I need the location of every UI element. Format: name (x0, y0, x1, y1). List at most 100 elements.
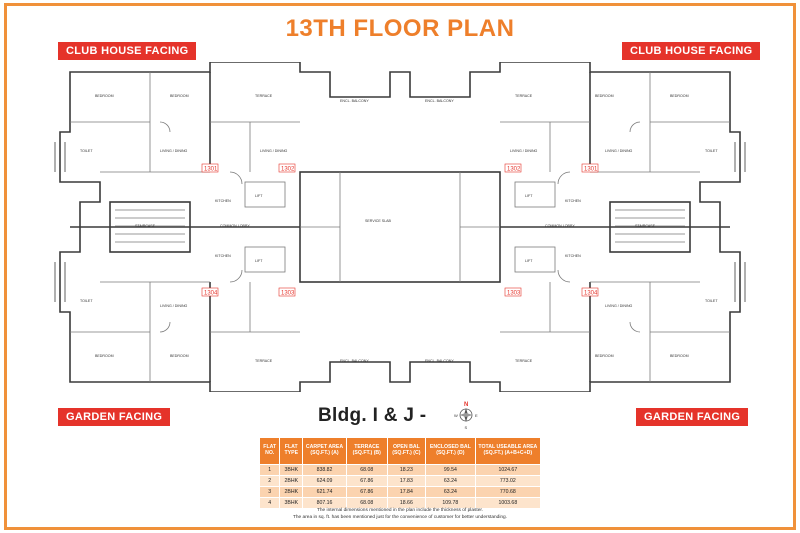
room-label: STAIRCASE (135, 224, 156, 228)
room-label: COMMON LOBBY (220, 224, 250, 228)
col-flat-no: FLAT NO. (258, 437, 281, 465)
unit-1302-label: 1302 (281, 167, 295, 173)
compass-north: N (464, 402, 468, 408)
room-label: TERRACE (515, 94, 533, 98)
unit-1301-label: 1301 (204, 167, 218, 173)
room-label: TOILET (80, 299, 93, 303)
cell: 2BHK (279, 475, 304, 487)
room-label: BEDROOM (670, 94, 689, 98)
table-row: 4 3BHK 807.16 68.08 18.66 109.78 1003.68 (258, 497, 542, 509)
room-label: BEDROOM (95, 94, 114, 98)
room-label: BEDROOM (95, 354, 114, 358)
table-row: 3 2BHK 621.74 67.86 17.84 63.24 770.68 (258, 486, 542, 498)
col-flat-type: FLAT TYPE (279, 437, 304, 465)
room-label: TERRACE (255, 359, 273, 363)
room-label: TERRACE (515, 359, 533, 363)
room-label: KITCHEN (215, 199, 231, 203)
col-carpet-area: CARPET AREA (SQ.FT.) (A) (302, 437, 347, 465)
club-house-facing-tag-right: CLUB HOUSE FACING (622, 42, 761, 60)
area-table: FLAT NO. FLAT TYPE CARPET AREA (SQ.FT.) … (258, 437, 542, 509)
table-header-row: FLAT NO. FLAT TYPE CARPET AREA (SQ.FT.) … (258, 437, 542, 465)
footnote-area: The area in sq. ft. has been mentioned j… (292, 515, 508, 520)
room-label: BEDROOM (170, 354, 189, 358)
cell: 1003.68 (474, 497, 542, 509)
compass-east: E (475, 413, 478, 418)
cell: 621.74 (302, 486, 347, 498)
cell: 68.08 (345, 464, 388, 476)
col-enclosed-bal: ENCLOSED BAL (SQ.FT.) (D) (425, 437, 476, 465)
cell: 63.24 (425, 475, 476, 487)
cell: 67.86 (345, 475, 388, 487)
col-open-bal: OPEN BAL (SQ.FT.) (C) (386, 437, 427, 465)
table-row: 2 2BHK 624.09 67.86 17.83 63.24 773.02 (258, 475, 542, 487)
cell: 838.82 (302, 464, 347, 476)
page-border (4, 3, 796, 530)
table-row: 1 3BHK 838.82 68.08 18.23 99.54 1024.67 (258, 464, 542, 476)
col-total-area: TOTAL USEABLE AREA (SQ.FT.) (A+B+C+D) (474, 437, 542, 465)
room-label: LIVING / DINING (605, 149, 633, 153)
cell: 770.68 (474, 486, 542, 498)
room-label: TOILET (705, 149, 718, 153)
cell: 807.16 (302, 497, 347, 509)
room-label: KITCHEN (565, 254, 581, 258)
cell: 773.02 (474, 475, 542, 487)
cell: 3BHK (279, 464, 304, 476)
cell: 4 (258, 497, 281, 509)
unit-1302-label-right: 1302 (507, 167, 521, 173)
cell: 67.86 (345, 486, 388, 498)
room-label: LIVING / DINING (260, 149, 288, 153)
cell: 3 (258, 486, 281, 498)
unit-1304-label-right: 1304 (584, 291, 598, 297)
floor-plan-drawing: 1301 1302 1304 1303 1302 1301 1303 1304 … (54, 62, 746, 392)
cell: 18.23 (386, 464, 427, 476)
room-label: LIFT (255, 259, 263, 263)
room-label: LIFT (525, 194, 533, 198)
room-label: LIFT (255, 194, 263, 198)
room-label: COMMON LOBBY (545, 224, 575, 228)
compass-icon: N W E S (454, 402, 478, 430)
room-label: BEDROOM (670, 354, 689, 358)
building-label: Bldg. I & J - (318, 405, 427, 426)
unit-1303-label: 1303 (281, 291, 295, 297)
cell: 624.09 (302, 475, 347, 487)
room-label: LIVING / DINING (605, 304, 633, 308)
footnote-plaster: The internal dimensions mentioned in the… (316, 508, 484, 513)
col-terrace: TERRACE (SQ.FT.) (B) (345, 437, 388, 465)
room-label: ENCL. BALCONY (425, 359, 454, 363)
room-label: LIFT (525, 259, 533, 263)
cell: 109.78 (425, 497, 476, 509)
cell: 17.83 (386, 475, 427, 487)
room-label: LIVING / DINING (160, 149, 188, 153)
cell: 3BHK (279, 497, 304, 509)
room-label: ENCL. BALCONY (340, 99, 369, 103)
room-label: BEDROOM (595, 94, 614, 98)
page-title: 13TH FLOOR PLAN (285, 15, 515, 42)
room-label: KITCHEN (565, 199, 581, 203)
unit-1304-label: 1304 (204, 291, 218, 297)
cell: 63.24 (425, 486, 476, 498)
unit-1303-label-right: 1303 (507, 291, 521, 297)
room-label: KITCHEN (215, 254, 231, 258)
unit-1301-label-right: 1301 (584, 167, 598, 173)
cell: 2BHK (279, 486, 304, 498)
cell: 17.84 (386, 486, 427, 498)
room-label: ENCL. BALCONY (425, 99, 454, 103)
room-label: TERRACE (255, 94, 273, 98)
cell: 1024.67 (474, 464, 542, 476)
room-label: TOILET (80, 149, 93, 153)
garden-facing-tag-left: GARDEN FACING (58, 408, 171, 426)
garden-facing-tag-right: GARDEN FACING (636, 408, 749, 426)
room-label: TOILET (705, 299, 718, 303)
room-label: BEDROOM (595, 354, 614, 358)
cell: 99.54 (425, 464, 476, 476)
club-house-facing-tag-left: CLUB HOUSE FACING (58, 42, 197, 60)
room-label: LIVING / DINING (510, 149, 538, 153)
cell: 1 (258, 464, 281, 476)
cell: 18.66 (386, 497, 427, 509)
room-label: SERVICE SLAB (365, 219, 392, 223)
compass-south: S (465, 425, 468, 430)
room-label: STAIRCASE (635, 224, 656, 228)
room-label: ENCL. BALCONY (340, 359, 369, 363)
room-label: LIVING / DINING (160, 304, 188, 308)
cell: 68.08 (345, 497, 388, 509)
